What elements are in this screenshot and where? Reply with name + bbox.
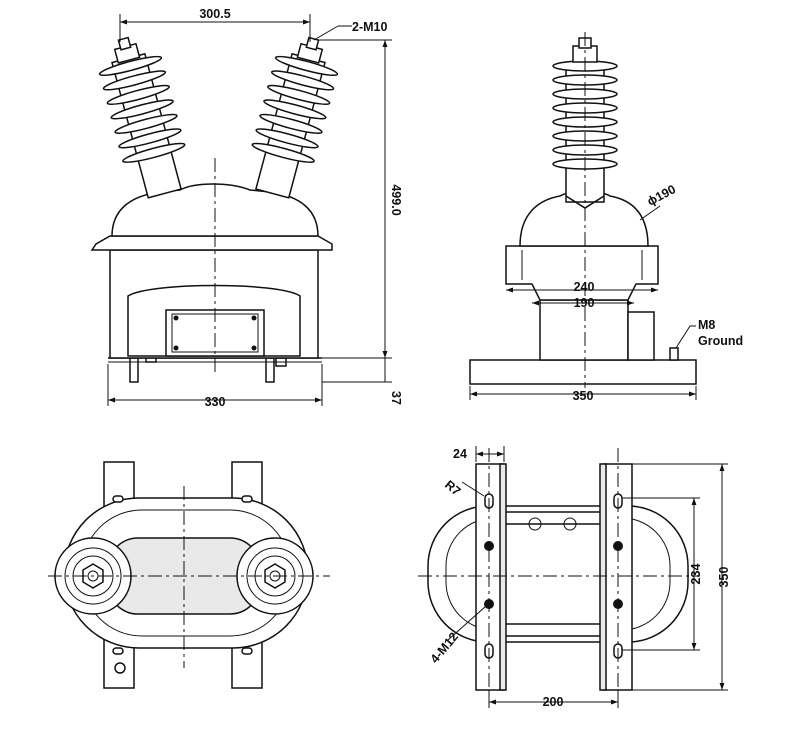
dim-240: 240 xyxy=(574,280,595,294)
ground-size: M8 xyxy=(698,318,715,332)
dim-dia: ϕ190 xyxy=(645,182,678,209)
side-view: ϕ190 240 190 350 M8 Ground xyxy=(469,32,743,403)
top-view xyxy=(48,461,330,689)
dim-base: 37 xyxy=(389,391,403,405)
ground-label: Ground xyxy=(698,334,743,348)
dim-holes: 4-M12 xyxy=(428,630,462,666)
dim-190: 190 xyxy=(574,296,595,310)
top-ground-bolt xyxy=(114,662,126,674)
dim-r7: R7 xyxy=(442,478,463,499)
front-insulator-left xyxy=(98,36,186,199)
side-lower-body xyxy=(539,299,629,361)
side-base xyxy=(469,359,697,385)
dim-234: 234 xyxy=(689,564,703,585)
dim-height: 499.0 xyxy=(389,184,403,215)
dim-200: 200 xyxy=(543,695,564,709)
dim-24: 24 xyxy=(453,447,467,461)
ground-lug xyxy=(669,347,679,361)
dim-350-bottom: 350 xyxy=(717,567,731,588)
dim-width-side: 350 xyxy=(573,389,594,403)
front-flange xyxy=(90,235,333,251)
front-view: 300.5 2-M10 499.0 37 330 xyxy=(90,7,403,409)
dim-pitch: 300.5 xyxy=(199,7,230,21)
dim-width: 330 xyxy=(205,395,226,409)
front-insulator-right xyxy=(251,36,339,199)
side-flange xyxy=(505,245,659,301)
bottom-view: 24 R7 4-M12 234 350 200 xyxy=(418,446,731,709)
dim-terminal: 2-M10 xyxy=(352,20,387,34)
